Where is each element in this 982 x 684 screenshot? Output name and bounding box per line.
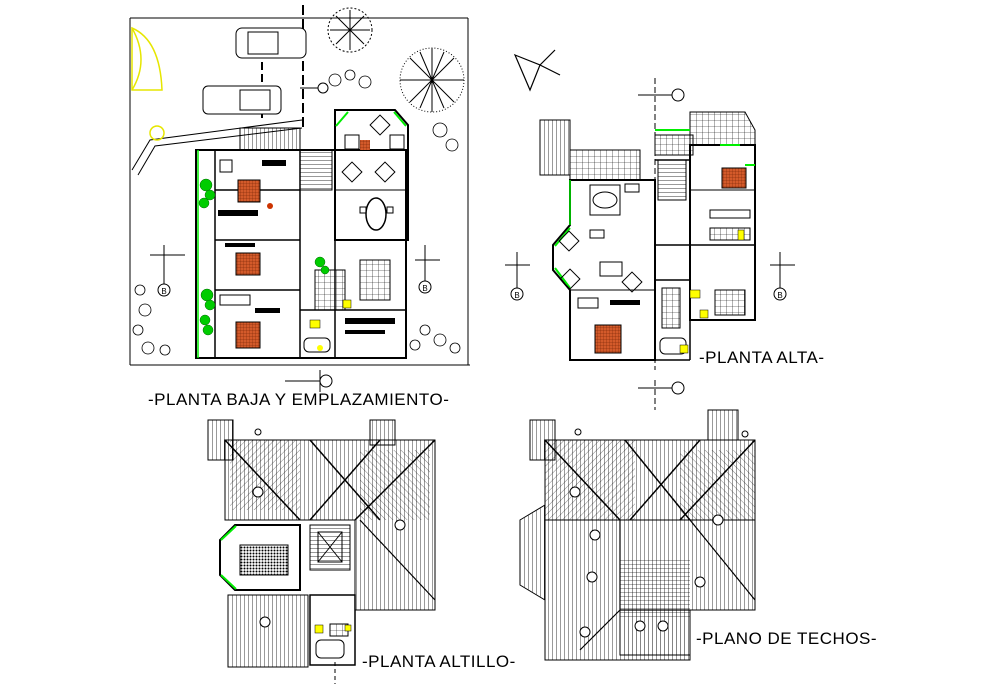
bed xyxy=(235,252,261,276)
bed xyxy=(594,324,622,354)
planta-baja-title: -PLANTA BAJA Y EMPLAZAMIENTO- xyxy=(148,390,450,409)
bed xyxy=(237,179,261,203)
car-top xyxy=(235,27,307,59)
car-bottom xyxy=(202,85,282,115)
planta-altillo-plan xyxy=(207,419,436,684)
skylight-icon xyxy=(569,428,749,638)
dining-table xyxy=(365,197,387,231)
planta-baja-plan xyxy=(129,5,470,392)
tree xyxy=(399,47,465,113)
plano-techos-plan xyxy=(519,380,756,661)
bed xyxy=(721,167,747,189)
planta-altillo-title: -PLANTA ALTILLO- xyxy=(362,652,516,671)
bed xyxy=(235,321,261,349)
tree xyxy=(327,7,373,53)
plano-techos-title: -PLANO DE TECHOS- xyxy=(696,629,878,648)
planta-alta-plan xyxy=(505,78,795,395)
north-arrow-icon xyxy=(513,49,561,92)
planta-alta-title: -PLANTA ALTA- xyxy=(699,348,825,367)
gate-arc xyxy=(131,26,163,91)
skylight-icon xyxy=(252,428,406,628)
